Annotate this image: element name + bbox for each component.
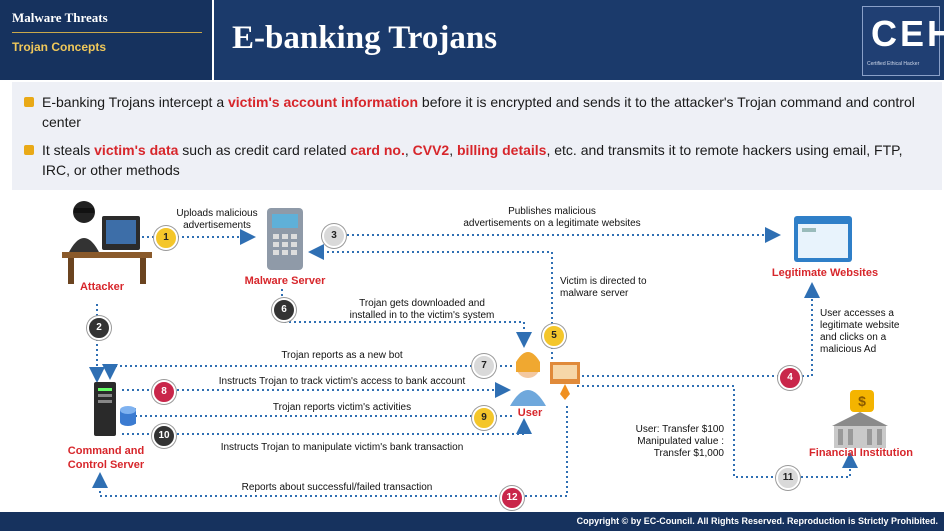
- copyright-text: Copyright © by EC-Council. All Rights Re…: [576, 516, 938, 526]
- bullet-segment: E-banking Trojans intercept a: [42, 94, 228, 110]
- arrow-step-10: [122, 418, 532, 435]
- step-badge-2: 2: [87, 316, 111, 340]
- subsection-title: Trojan Concepts: [12, 40, 107, 54]
- command-server-icon: [94, 382, 136, 436]
- bank-icon: $: [832, 390, 888, 448]
- highlighted-term: CVV2: [412, 142, 450, 158]
- label-step-3a: Publishes malicious: [508, 206, 596, 217]
- step-badge-10: 10: [152, 424, 176, 448]
- step-badge-1: 1: [154, 226, 178, 250]
- bullet-text-1: E-banking Trojans intercept a victim's a…: [42, 94, 915, 130]
- browser-window-icon: [794, 216, 852, 262]
- step-badge-4: 4: [778, 366, 802, 390]
- label-step-3b: advertisements on a legitimate websites: [463, 218, 641, 229]
- label-step-4a: User accesses a: [820, 308, 894, 319]
- node-label-control-server: Control Server: [67, 459, 145, 471]
- arrow-step-7: [102, 364, 512, 380]
- label-step-5b: malware server: [560, 288, 629, 299]
- logo-subtext: Certified Ethical Hacker: [867, 61, 920, 67]
- label-step-5a: Victim is directed to: [560, 276, 647, 287]
- label-step-12: Reports about successful/failed transact…: [241, 482, 433, 493]
- node-label-command-and: Command and: [67, 445, 145, 457]
- diagram-arrows: $: [62, 201, 888, 497]
- bullet-panel: E-banking Trojans intercept a victim's a…: [12, 82, 942, 190]
- node-label-malware-server: Malware Server: [244, 275, 326, 287]
- section-title: Malware Threats: [12, 10, 108, 25]
- bullet-segment: ,: [404, 142, 413, 158]
- ceh-logo: CEH Certified Ethical Hacker: [862, 6, 944, 76]
- svg-text:$: $: [858, 393, 866, 409]
- label-step-1b: advertisements: [183, 220, 251, 231]
- label-step-4c: and clicks on a: [820, 332, 887, 343]
- arrow-step-12: [92, 406, 568, 497]
- malware-server-icon: [267, 208, 303, 270]
- label-transfer-1: User: Transfer $100: [635, 424, 724, 435]
- step-badge-9: 9: [472, 406, 496, 430]
- step-badge-7: 7: [472, 354, 496, 378]
- highlighted-term: card no.: [350, 142, 405, 158]
- highlighted-term: victim's account information: [228, 94, 419, 110]
- label-transfer-3: Transfer $1,000: [653, 448, 724, 459]
- step-badge-11: 11: [776, 466, 800, 490]
- node-label-attacker: Attacker: [79, 281, 125, 293]
- bullet-item-2: It steals victim's data such as credit c…: [24, 140, 932, 180]
- flow-diagram: $ Attacker Malware Server Legitimate Web…: [12, 194, 942, 512]
- arrow-step-5: [308, 244, 553, 364]
- attacker-icon: [62, 201, 152, 284]
- step-badge-12: 12: [500, 486, 524, 510]
- highlighted-term: billing details: [457, 142, 547, 158]
- step-badge-5: 5: [542, 324, 566, 348]
- label-step-10: Instructs Trojan to manipulate victim's …: [220, 442, 464, 453]
- label-step-8: Instructs Trojan to track victim's acces…: [218, 376, 466, 387]
- step-badge-8: 8: [152, 380, 176, 404]
- label-transfer-2: Manipulated value :: [637, 436, 724, 447]
- logo-text: CEH: [871, 13, 944, 54]
- node-label-legitimate-websites: Legitimate Websites: [771, 267, 879, 279]
- header-left-panel: [0, 0, 214, 80]
- label-step-6a: Trojan gets downloaded and: [359, 298, 485, 309]
- bullet-icon: [24, 145, 34, 155]
- node-label-financial-institution: Financial Institution: [809, 447, 913, 459]
- user-icon: [510, 352, 580, 406]
- step-badge-3: 3: [322, 224, 346, 248]
- bullet-text-2: It steals victim's data such as credit c…: [42, 142, 903, 178]
- bullet-segment: It steals: [42, 142, 95, 158]
- header-divider: [12, 32, 202, 33]
- bullet-icon: [24, 97, 34, 107]
- bullet-segment: , etc. and transmits it to remote hacker…: [42, 142, 903, 178]
- arrow-step-11: [577, 385, 858, 478]
- header-bar: Malware Threats Trojan Concepts E-bankin…: [0, 0, 944, 80]
- page-title: E-banking Trojans: [232, 20, 498, 56]
- highlighted-term: victim's data: [94, 142, 179, 158]
- label-step-4b: legitimate website: [820, 320, 900, 331]
- label-step-9: Trojan reports victim's activities: [272, 402, 412, 413]
- label-step-4d: malicious Ad: [820, 344, 877, 355]
- bullet-segment: ,: [449, 142, 457, 158]
- label-step-1a: Uploads malicious: [176, 208, 258, 219]
- arrow-step-4: [582, 282, 820, 377]
- step-badge-6: 6: [272, 298, 296, 322]
- node-label-user: User: [517, 407, 543, 419]
- bullet-segment: before it is encrypted and sends it to t…: [42, 94, 915, 130]
- label-step-6b: installed in to the victim's system: [349, 310, 495, 321]
- bullet-item-1: E-banking Trojans intercept a victim's a…: [24, 92, 932, 132]
- footer-bar: Copyright © by EC-Council. All Rights Re…: [0, 512, 944, 531]
- bullet-segment: such as credit card related: [178, 142, 351, 158]
- label-step-7: Trojan reports as a new bot: [281, 350, 403, 361]
